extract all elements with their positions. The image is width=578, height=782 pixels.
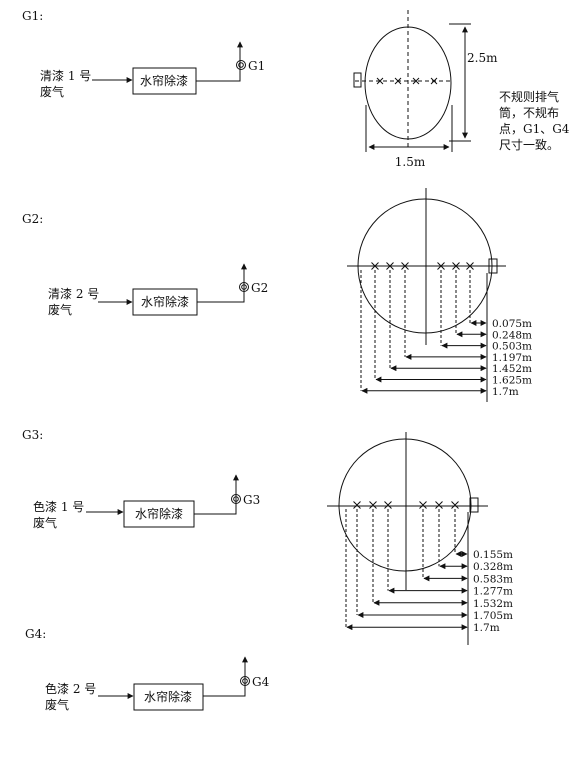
sampling-port-icon (240, 676, 250, 686)
svg-text:点，G1、G4: 点，G1、G4 (499, 122, 570, 136)
process-label: 水帘除漆 (140, 73, 188, 88)
source-label-line2: 废气 (40, 84, 64, 99)
outlet-label: G2 (251, 281, 268, 295)
section-g3: G3: 色漆 1 号 废气 水帘除漆 G3 0.155m0.328m0.583m… (22, 428, 513, 645)
distance-label: 1.705m (473, 610, 513, 622)
sampling-point (371, 262, 379, 270)
sampling-point (435, 501, 443, 509)
height-label: 2.5m (467, 51, 498, 65)
sampling-point (451, 501, 459, 509)
note: 不规则排气 筒，不规布 点，G1、G4 尺寸一致。 (499, 89, 570, 152)
duct-section (338, 438, 472, 572)
distance-label: 1.532m (473, 598, 513, 610)
svg-text:不规则排气: 不规则排气 (499, 89, 559, 104)
distance-label: 0.583m (473, 573, 513, 585)
outlet-line (196, 68, 241, 82)
svg-text:筒，不规布: 筒，不规布 (499, 105, 559, 120)
distance-label: 0.503m (492, 341, 532, 353)
section-label: G2: (22, 212, 43, 226)
sampling-port-icon (239, 282, 249, 292)
sampling-point (412, 77, 420, 85)
sampling-hole (488, 258, 498, 274)
sampling-point (419, 501, 427, 509)
sampling-point (384, 501, 392, 509)
section-label: G3: (22, 428, 43, 442)
sampling-point (466, 262, 474, 270)
section-label: G4: (25, 627, 46, 641)
sampling-hole (469, 497, 479, 513)
sampling-point (437, 262, 445, 270)
source-label-line1: 色漆 2 号 (45, 682, 96, 696)
svg-text:尺寸一致。: 尺寸一致。 (499, 138, 559, 152)
source-label-line2: 废气 (45, 697, 69, 712)
distance-label: 1.625m (492, 375, 532, 387)
process-label: 水帘除漆 (135, 506, 183, 521)
distance-label: 0.075m (492, 318, 532, 330)
sampling-points (371, 262, 474, 270)
sampling-point (386, 262, 394, 270)
sampling-points (376, 77, 438, 85)
distance-label: 1.7m (473, 622, 500, 634)
sampling-point (353, 501, 361, 509)
outlet-line (197, 290, 245, 303)
sampling-point (430, 77, 438, 85)
width-label: 1.5m (395, 155, 426, 169)
distance-label: 0.155m (473, 549, 513, 561)
sampling-point (401, 262, 409, 270)
section-g4: G4: 色漆 2 号 废气 水帘除漆 G4 (25, 627, 270, 712)
sampling-port-icon (236, 60, 246, 70)
section-g1: G1: 清漆 1 号 废气 水帘除漆 G1 2.5m 1.5m (22, 9, 570, 169)
outlet-line (194, 502, 237, 515)
section-label: G1: (22, 9, 43, 23)
outlet-line (203, 684, 246, 697)
outlet-label: G1 (248, 59, 265, 73)
outlet-label: G3 (243, 493, 260, 507)
distance-label: 1.7m (492, 386, 519, 398)
distance-label: 1.197m (492, 352, 532, 364)
outlet-label: G4 (252, 675, 270, 689)
sampling-point (376, 77, 384, 85)
process-label: 水帘除漆 (144, 689, 192, 704)
sampling-point (452, 262, 460, 270)
process-box (133, 683, 204, 711)
source-label-line2: 废气 (33, 515, 57, 530)
sampling-port-icon (231, 494, 241, 504)
process-label: 水帘除漆 (141, 294, 189, 309)
sampling-points (353, 501, 459, 509)
source-label-line2: 废气 (48, 302, 72, 317)
source-label-line1: 色漆 1 号 (33, 500, 84, 514)
source-label-line1: 清漆 2 号 (48, 287, 99, 301)
section-g2: G2: 清漆 2 号 废气 水帘除漆 G2 0.075m0.248m0.503m… (22, 188, 532, 402)
sampling-hole (353, 72, 362, 88)
distance-label: 1.277m (473, 586, 513, 598)
distance-label: 0.328m (473, 561, 513, 573)
sampling-point (369, 501, 377, 509)
sampling-point (394, 77, 402, 85)
source-label-line1: 清漆 1 号 (40, 69, 91, 83)
distance-label: 0.248m (492, 329, 532, 341)
distance-label: 1.452m (492, 363, 532, 375)
